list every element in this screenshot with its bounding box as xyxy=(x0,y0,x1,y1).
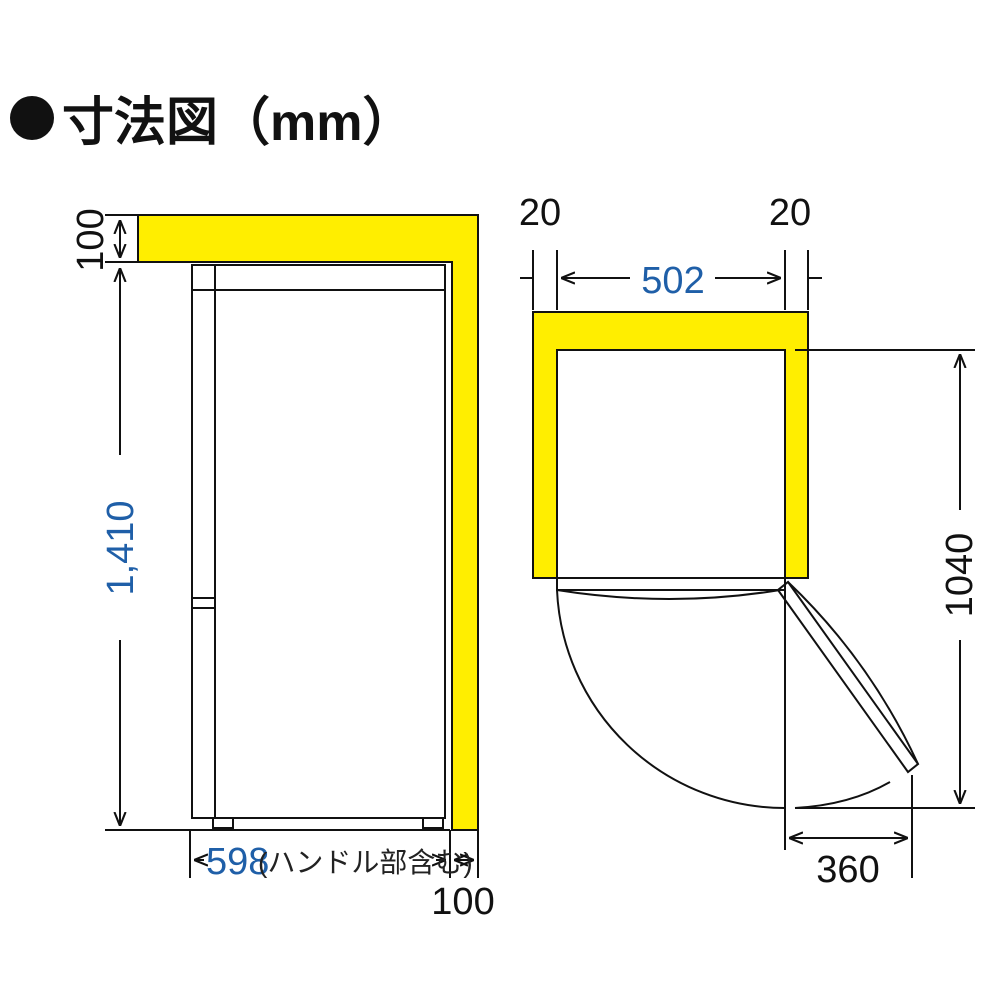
title-bullet-icon xyxy=(10,96,54,140)
top-clearance-area xyxy=(532,311,809,579)
top-width-dimension xyxy=(520,250,822,310)
back-clearance-label: 100 xyxy=(431,881,494,923)
side-width-dimension xyxy=(189,830,479,878)
side-height-dimension xyxy=(105,214,450,831)
height-label: 1,410 xyxy=(100,500,142,595)
left-clearance-label: 20 xyxy=(519,192,561,234)
door-swing-label: 360 xyxy=(816,849,879,891)
top-width-label: 502 xyxy=(641,260,704,302)
width-note: (ハンドル部含む) xyxy=(258,847,473,878)
page-title: 寸法図（mm） xyxy=(62,94,414,152)
depth-label: 1040 xyxy=(939,533,981,618)
top-clearance-label: 100 xyxy=(70,208,112,271)
fridge-side-view xyxy=(191,264,446,829)
fridge-top-view-door xyxy=(556,577,920,850)
right-clearance-label: 20 xyxy=(769,192,811,234)
depth-dimension xyxy=(789,349,975,878)
width-label: 598 xyxy=(206,841,269,883)
